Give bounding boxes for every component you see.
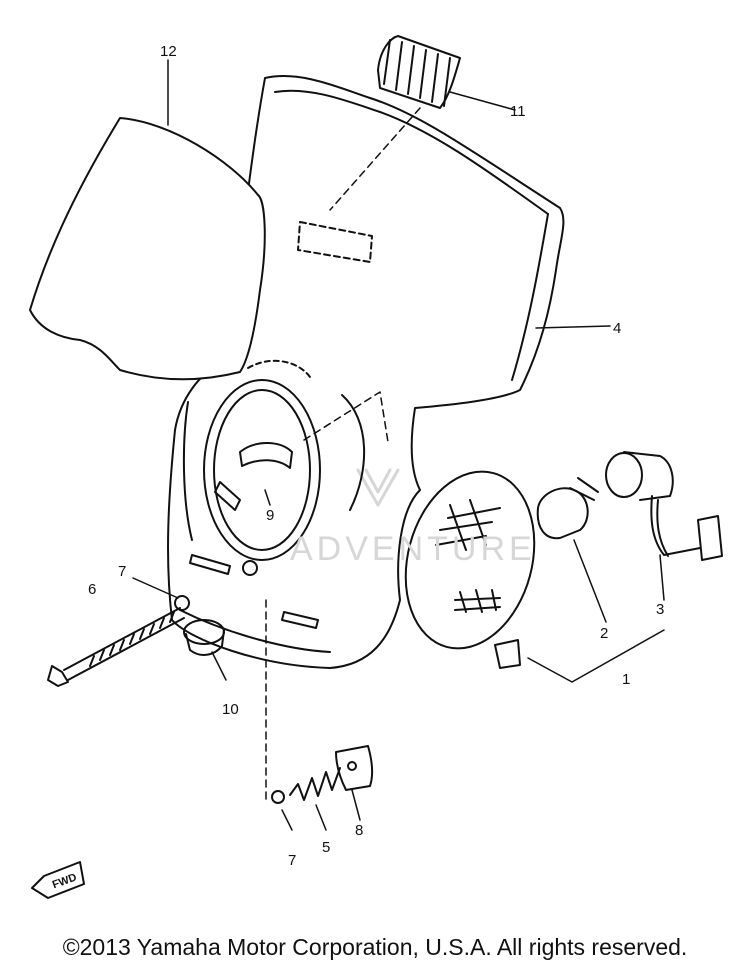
- callout-8: 8: [355, 822, 363, 839]
- headlight-cover: [167, 75, 565, 669]
- bolt: [47, 607, 185, 687]
- callout-6: 6: [88, 581, 96, 598]
- callout-2: 2: [600, 625, 608, 642]
- grommet: [183, 619, 225, 656]
- bulb: [536, 477, 599, 540]
- number-plate: [29, 117, 266, 381]
- nut-plate: [335, 745, 374, 791]
- callout-11: 11: [510, 103, 526, 120]
- damper-block-11: [377, 35, 461, 109]
- callout-7-upper: 7: [118, 563, 126, 580]
- callout-5: 5: [322, 839, 330, 856]
- callout-4: 4: [613, 320, 621, 337]
- watermark-text: ADVENTURE: [290, 530, 536, 568]
- washer-upper: [174, 595, 190, 611]
- damper-part-9: [214, 442, 293, 511]
- watermark-logo: [356, 468, 400, 507]
- socket-and-cord: [605, 451, 723, 561]
- callout-9: 9: [266, 507, 274, 524]
- callout-3: 3: [656, 601, 664, 618]
- fwd-arrow-icon: [31, 861, 85, 899]
- washer-lower: [271, 790, 285, 804]
- copyright-notice: ©2013 Yamaha Motor Corporation, U.S.A. A…: [62, 934, 688, 960]
- headlight-opening: [182, 379, 321, 629]
- callout-7-lower: 7: [288, 852, 296, 869]
- headlight-unit: [404, 470, 536, 669]
- callout-12: 12: [160, 43, 177, 60]
- callout-10: 10: [222, 701, 239, 718]
- callout-1: 1: [622, 671, 630, 688]
- spring: [289, 767, 341, 801]
